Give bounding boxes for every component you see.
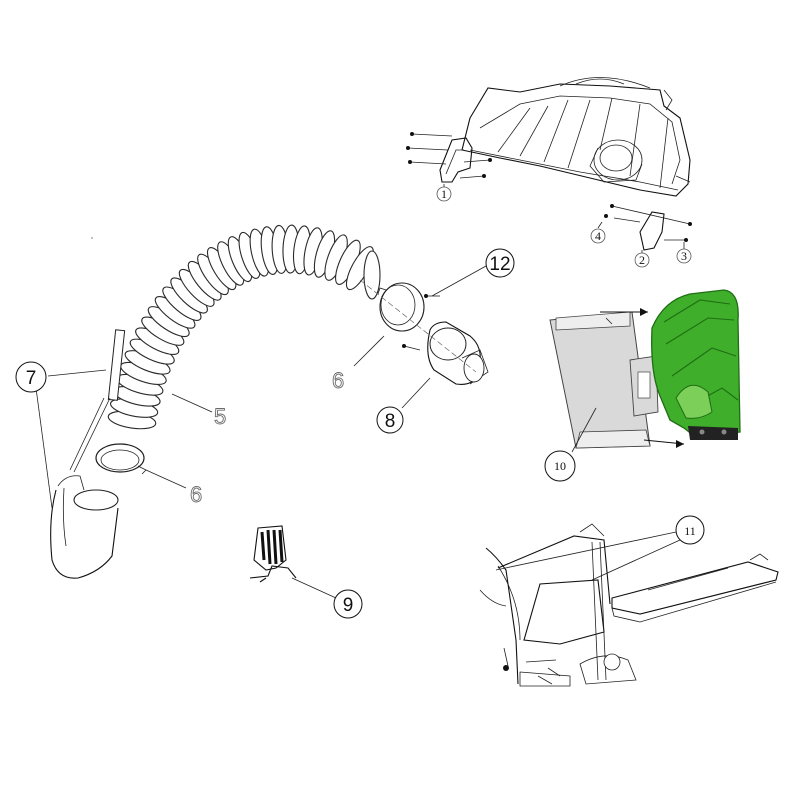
callout-circle-3 [676,248,692,264]
hose-corrugation-ring [363,250,381,300]
callout-11: 11 [684,524,696,538]
mounting-plate: 10 [544,308,685,482]
callout-circle-2 [634,252,650,268]
spout-with-rod: 7 [15,329,126,579]
callout-9: 9 [343,595,354,616]
callout-7: 7 [26,368,37,389]
callout-12: 12 [489,254,510,275]
spring-clip: 9 [249,525,363,619]
callout-6-upper: 6 [332,368,344,393]
callout-5: 5 [214,404,226,429]
assembly-axis-line [359,279,477,373]
callout-circle-4 [590,228,606,244]
hose-clamp-upper: 6 [332,282,425,393]
housing-assembly: 1 4 2 3 [406,77,692,268]
green-chute-guard [651,289,741,440]
callout-1: 1 [441,187,447,201]
engine-chute-view: 11 [479,515,779,687]
callout-4: 4 [595,229,601,243]
hose-adapter: 8 [376,294,489,434]
callout-3: 3 [681,249,687,263]
callout-12-group: 12 [431,248,515,297]
stray-mark [91,237,93,239]
flex-hose: 5 [107,224,381,429]
callout-8: 8 [385,411,396,432]
hose-clamp-lower: 6 [95,443,203,507]
callout-circle-1 [436,186,452,202]
callout-10: 10 [554,459,566,473]
callout-6-lower: 6 [190,482,202,507]
callout-2: 2 [639,253,645,267]
